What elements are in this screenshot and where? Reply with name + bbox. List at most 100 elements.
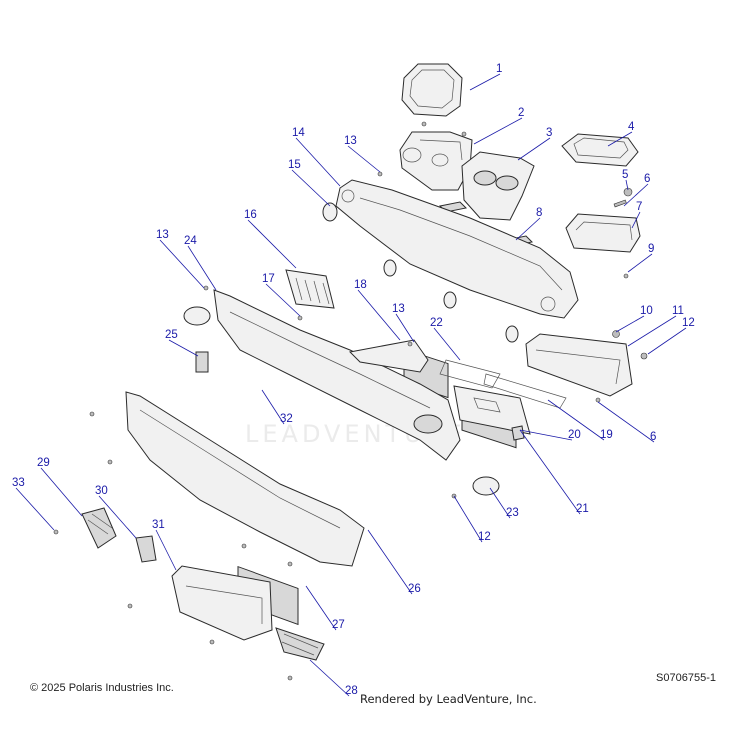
leader-line — [291, 169, 331, 207]
part-3-cupholder-insert — [461, 151, 535, 221]
part-19-seal — [483, 373, 567, 409]
callout-label: 17 — [262, 273, 275, 285]
callout-label: 16 — [244, 209, 257, 221]
cap — [443, 291, 457, 309]
cup-holder — [183, 306, 211, 326]
part-10-nut — [612, 330, 620, 338]
leader-line — [347, 145, 381, 173]
callout-label: 11 — [672, 305, 684, 317]
callout-label: 26 — [408, 583, 421, 595]
callout-label: 12 — [682, 317, 695, 329]
callout-label: 5 — [622, 169, 628, 181]
callout-label: 9 — [648, 243, 654, 255]
leader-line — [367, 529, 413, 595]
leader-line — [453, 495, 483, 543]
callout-label: 29 — [37, 457, 50, 469]
leader-line — [395, 313, 415, 343]
part-23-cup-holder — [472, 476, 500, 496]
part-6-screw — [613, 199, 627, 208]
callout-label: 27 — [332, 619, 345, 631]
leader-line — [305, 585, 337, 631]
leader-line — [519, 429, 581, 515]
leader-line — [647, 327, 687, 355]
part-22-gasket — [439, 359, 501, 389]
part-25-clip — [195, 351, 209, 373]
part-12-screw — [640, 352, 648, 360]
leader-line — [517, 137, 551, 161]
part-7-storage-bin — [565, 213, 641, 253]
callout-label: 2 — [518, 107, 524, 119]
leader-line — [627, 253, 653, 273]
leader-line — [247, 219, 297, 269]
part-29-mesh-grille — [81, 507, 117, 549]
leader-line — [155, 529, 177, 571]
callout-label: 8 — [536, 207, 542, 219]
leader-line — [168, 339, 199, 357]
callout-label: 1 — [496, 63, 502, 75]
leader-line — [597, 401, 655, 443]
leader-line — [309, 659, 350, 697]
part-11-glovebox — [525, 333, 633, 397]
leader-line — [187, 245, 217, 291]
leader-line — [295, 137, 341, 187]
leader-line — [631, 211, 641, 229]
leader-line — [265, 283, 301, 317]
callout-label: 7 — [636, 201, 642, 213]
leader-line — [357, 289, 401, 341]
leader-line — [261, 389, 285, 425]
part-16-vent-grille — [285, 269, 335, 309]
leader-line — [547, 399, 605, 441]
copyright-text: © 2025 Polaris Industries Inc. — [30, 682, 174, 694]
part-30-clip — [135, 535, 157, 563]
callout-label: 31 — [152, 519, 165, 531]
callout-label: 6 — [644, 173, 650, 185]
callout-label: 4 — [628, 121, 635, 133]
part-20-latch — [511, 425, 525, 441]
part-4-storage-lid — [561, 133, 639, 167]
callout-label: 33 — [12, 477, 25, 489]
leader-line — [615, 315, 645, 333]
leader-line — [433, 327, 461, 361]
callout-label: 22 — [430, 317, 443, 329]
callout-label: 13 — [392, 303, 405, 315]
leader-line — [159, 239, 205, 289]
leader-line — [473, 117, 523, 145]
document-id: S0706755-1 — [656, 672, 716, 684]
cap — [383, 259, 397, 277]
part-15-cap — [322, 202, 338, 222]
part-31-pocket — [171, 565, 273, 641]
callout-label: 24 — [184, 235, 197, 247]
part-21-glovebox-door — [453, 385, 531, 435]
callout-label: 14 — [292, 127, 305, 139]
leader-line — [489, 487, 511, 519]
leader-line — [623, 183, 649, 207]
callout-label: 28 — [345, 685, 358, 697]
callout-label: 12 — [478, 531, 491, 543]
callout-label: 25 — [165, 329, 178, 341]
callout-label: 23 — [506, 507, 519, 519]
leader-line — [519, 429, 573, 441]
callout-label: 3 — [546, 127, 552, 139]
callout-label: 32 — [280, 413, 293, 425]
callout-label: 15 — [288, 159, 301, 171]
callout-label: 6 — [650, 431, 656, 443]
rendered-by-text: Rendered by LeadVenture, Inc. — [360, 692, 537, 706]
leader-line — [98, 495, 137, 539]
leader-line — [15, 487, 55, 531]
cap — [505, 325, 519, 343]
callout-label: 21 — [576, 503, 589, 515]
part-1-gauge-bezel — [401, 63, 463, 117]
callout-label: 20 — [568, 429, 581, 441]
callout-label: 18 — [354, 279, 367, 291]
callout-label: 13 — [156, 229, 169, 241]
part-18-bracket — [348, 339, 429, 373]
callout-label: 13 — [344, 135, 357, 147]
callout-label: 30 — [95, 485, 108, 497]
leader-line — [515, 217, 541, 241]
leader-line — [469, 73, 501, 91]
leader-line — [625, 179, 629, 191]
leader-lines — [15, 73, 687, 697]
leader-line — [607, 131, 633, 147]
